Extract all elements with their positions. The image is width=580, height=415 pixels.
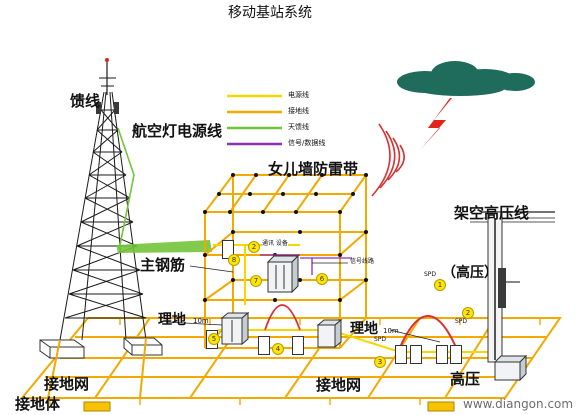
legend-label-signal: 信号/数据线 bbox=[288, 139, 326, 147]
marker-5: 5 bbox=[208, 333, 220, 345]
label-spd-hv: SPD bbox=[424, 271, 437, 278]
label-comm-equipment: 通讯 设备 bbox=[262, 240, 288, 247]
label-ground-grid-left: 接地网 bbox=[44, 375, 90, 393]
lightning-bolt-icon bbox=[420, 98, 452, 150]
ground-grid-outline bbox=[19, 317, 562, 399]
ground-body-left bbox=[83, 401, 111, 412]
antenna-panel bbox=[96, 102, 101, 114]
spd-device bbox=[410, 345, 422, 364]
label-buried-left: 理地 bbox=[158, 312, 186, 328]
hv-pole bbox=[470, 211, 555, 382]
label-buried-left-dist: 10m bbox=[193, 317, 209, 325]
label-signal-line: 信号线路 bbox=[350, 258, 375, 265]
label-aviation-light-power: 航空灯电源线 bbox=[132, 122, 223, 140]
marker-2: 2 bbox=[248, 241, 260, 253]
label-overhead-hv-line: 架空高压线 bbox=[454, 204, 530, 222]
feeder-cable bbox=[116, 127, 212, 253]
diagram-title: 移动基站系统 bbox=[228, 5, 312, 21]
label-parapet-lightning-belt: 女儿墙防雷带 bbox=[268, 160, 359, 178]
spd-device bbox=[258, 336, 270, 355]
tower-ground-leads bbox=[47, 337, 147, 399]
watermark: www.diangon.com bbox=[463, 397, 574, 411]
spd-device bbox=[450, 345, 462, 364]
legend-swatches bbox=[227, 94, 282, 146]
ground-grid-line bbox=[94, 317, 151, 399]
comm-equipment-cabinet bbox=[266, 254, 300, 294]
ground-grid bbox=[19, 317, 562, 405]
legend-label-power: 电源线 bbox=[288, 91, 309, 99]
legend-label-ground: 接地线 bbox=[288, 107, 309, 115]
buried-cable-arc bbox=[397, 315, 459, 353]
label-spd-left: SPD bbox=[374, 336, 387, 343]
ground-body-right bbox=[427, 401, 455, 412]
ground-grid-ticks bbox=[49, 318, 541, 405]
marker-4: 4 bbox=[272, 343, 284, 355]
label-buried-right-dist: 10m bbox=[383, 327, 399, 335]
label-spd-right: SPD bbox=[455, 318, 468, 325]
label-hv-paren: （高压） bbox=[442, 265, 498, 281]
rectifier-cabinet bbox=[316, 318, 343, 349]
marker-8: 8 bbox=[228, 254, 240, 266]
lightning-waves bbox=[371, 123, 405, 197]
marker-2b: 2 bbox=[462, 307, 474, 319]
leader-lines bbox=[165, 262, 441, 343]
spd-device bbox=[436, 345, 448, 364]
bonding-arc bbox=[264, 304, 301, 331]
spd-device bbox=[395, 345, 407, 364]
spd-device bbox=[292, 336, 304, 355]
aviation-light bbox=[105, 58, 109, 62]
ground-grid-line bbox=[444, 317, 496, 399]
label-main-rebar: 主钢筋 bbox=[140, 256, 186, 274]
marker-1: 1 bbox=[434, 279, 446, 291]
label-feeder: 馈线 bbox=[70, 92, 101, 110]
tower-foundations bbox=[39, 337, 163, 359]
label-ground-grid-right: 接地网 bbox=[316, 376, 362, 394]
ground-grid-line bbox=[367, 317, 421, 399]
legend-label-feeder: 天馈线 bbox=[288, 123, 309, 131]
antenna-panel bbox=[114, 102, 119, 114]
storm-cloud bbox=[397, 61, 535, 96]
label-buried-right: 理地 bbox=[350, 321, 378, 337]
marker-7: 7 bbox=[250, 275, 262, 287]
marker-6: 6 bbox=[316, 273, 328, 285]
label-ground-body: 接地体 bbox=[15, 395, 61, 413]
marker-3: 3 bbox=[374, 356, 386, 368]
lightning-belt-nodes bbox=[203, 173, 368, 302]
power-distribution-cabinet bbox=[220, 311, 250, 346]
label-hv: 高压 bbox=[450, 370, 481, 388]
signal-lines bbox=[260, 254, 352, 275]
